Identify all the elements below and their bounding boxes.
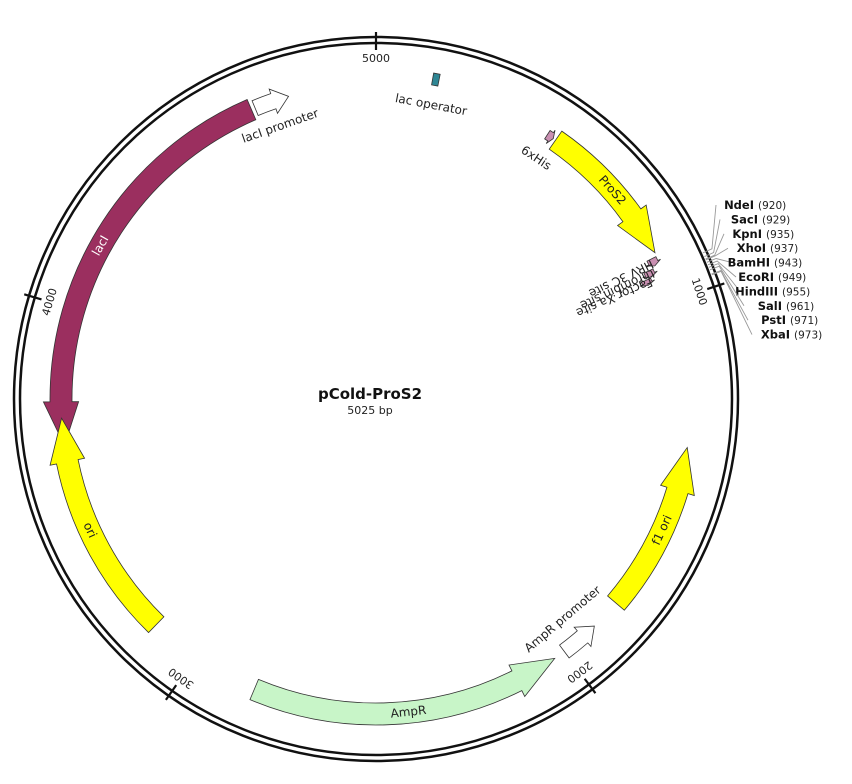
site-saci[interactable]: SacI (929) bbox=[704, 212, 790, 257]
site-position: (935) bbox=[766, 229, 794, 241]
site-xbai[interactable]: XbaI (973) bbox=[711, 270, 822, 342]
site-position: (961) bbox=[786, 301, 814, 313]
tick-label: 2000 bbox=[564, 658, 594, 685]
feature-label-ori: ori bbox=[80, 520, 99, 540]
feature-shape[interactable] bbox=[642, 268, 658, 279]
feature-ori[interactable]: ori bbox=[49, 417, 165, 634]
site-leader-line bbox=[708, 263, 741, 292]
tick-label: 1000 bbox=[689, 276, 710, 307]
site-ndei[interactable]: NdeI (920) bbox=[702, 198, 786, 254]
feature-shape[interactable] bbox=[42, 99, 257, 447]
site-ecori[interactable]: EcoRI (949) bbox=[707, 260, 806, 284]
site-psti[interactable]: PstI (971) bbox=[711, 269, 818, 328]
tick-mark bbox=[164, 684, 178, 701]
feature-shape[interactable] bbox=[606, 446, 695, 611]
site-sali[interactable]: SalI (961) bbox=[709, 265, 814, 313]
feature-shape[interactable] bbox=[558, 625, 595, 659]
feature-laci[interactable]: lacI bbox=[42, 99, 257, 447]
site-kpni[interactable]: KpnI (935) bbox=[705, 227, 795, 260]
site-leader-line bbox=[706, 258, 733, 264]
site-leader-line bbox=[705, 247, 729, 261]
tick-mark bbox=[706, 282, 725, 291]
site-position: (971) bbox=[790, 315, 818, 327]
feature-f1-ori[interactable]: f1 ori bbox=[606, 446, 695, 611]
site-name: HindIII bbox=[735, 284, 778, 298]
site-name: PstI bbox=[761, 313, 786, 327]
site-position: (929) bbox=[762, 214, 790, 226]
site-hindiii[interactable]: HindIII (955) bbox=[708, 263, 810, 299]
feature-shape[interactable] bbox=[645, 256, 661, 267]
site-name: SalI bbox=[758, 299, 782, 313]
feature-label-ampr: AmpR bbox=[390, 703, 427, 721]
site-name: NdeI bbox=[724, 198, 754, 212]
plasmid-name: pCold-ProS2 bbox=[318, 385, 422, 403]
site-name: BamHI bbox=[728, 256, 770, 270]
tick-mark bbox=[583, 678, 597, 694]
site-position: (920) bbox=[758, 200, 786, 212]
feature-shape[interactable] bbox=[431, 72, 441, 87]
tick-mark bbox=[23, 293, 42, 301]
site-position: (943) bbox=[774, 258, 802, 270]
feature-shape[interactable] bbox=[251, 88, 290, 117]
site-leader-line bbox=[711, 270, 753, 335]
feature-ampr[interactable]: AmpR bbox=[249, 657, 556, 726]
site-position: (973) bbox=[794, 330, 822, 342]
site-name: SacI bbox=[731, 212, 758, 226]
site-name: EcoRI bbox=[738, 270, 774, 284]
feature-shape[interactable] bbox=[49, 417, 165, 634]
feature-label-lac-operator: lac operator bbox=[394, 91, 468, 118]
feature-shape[interactable] bbox=[544, 129, 556, 144]
tick-label: 5000 bbox=[362, 52, 390, 65]
site-position: (955) bbox=[782, 286, 810, 298]
tick-label: 3000 bbox=[166, 665, 196, 692]
site-leader-line bbox=[709, 265, 745, 307]
feature-ampr-promoter[interactable]: AmpR promoter bbox=[522, 583, 604, 659]
site-name: KpnI bbox=[732, 227, 762, 241]
feature-6xhis[interactable]: 6xHis bbox=[518, 129, 556, 173]
site-position: (937) bbox=[770, 243, 798, 255]
restriction-sites: NdeI (920)SacI (929)KpnI (935)XhoI (937)BamH… bbox=[702, 198, 822, 342]
site-position: (949) bbox=[778, 272, 806, 284]
site-leader-line bbox=[705, 233, 725, 260]
site-leader-line bbox=[704, 219, 721, 257]
feature-shape[interactable] bbox=[249, 657, 556, 726]
feature-lac-operator[interactable]: lac operator bbox=[394, 72, 468, 118]
site-bamhi[interactable]: BamHI (943) bbox=[706, 256, 802, 270]
feature-shape[interactable] bbox=[639, 277, 655, 287]
feature-shape[interactable] bbox=[548, 130, 656, 254]
site-name: XhoI bbox=[737, 241, 766, 255]
feature-label-6xhis: 6xHis bbox=[518, 143, 554, 173]
tick-label: 4000 bbox=[39, 287, 59, 318]
site-name: XbaI bbox=[761, 328, 790, 342]
site-leader-line bbox=[702, 204, 717, 254]
site-xhoi[interactable]: XhoI (937) bbox=[705, 241, 798, 261]
site-leader-line bbox=[707, 260, 737, 278]
plasmid-length: 5025 bp bbox=[347, 404, 392, 417]
site-leader-line bbox=[711, 269, 749, 321]
center-title: pCold-ProS2 5025 bp bbox=[318, 385, 422, 417]
